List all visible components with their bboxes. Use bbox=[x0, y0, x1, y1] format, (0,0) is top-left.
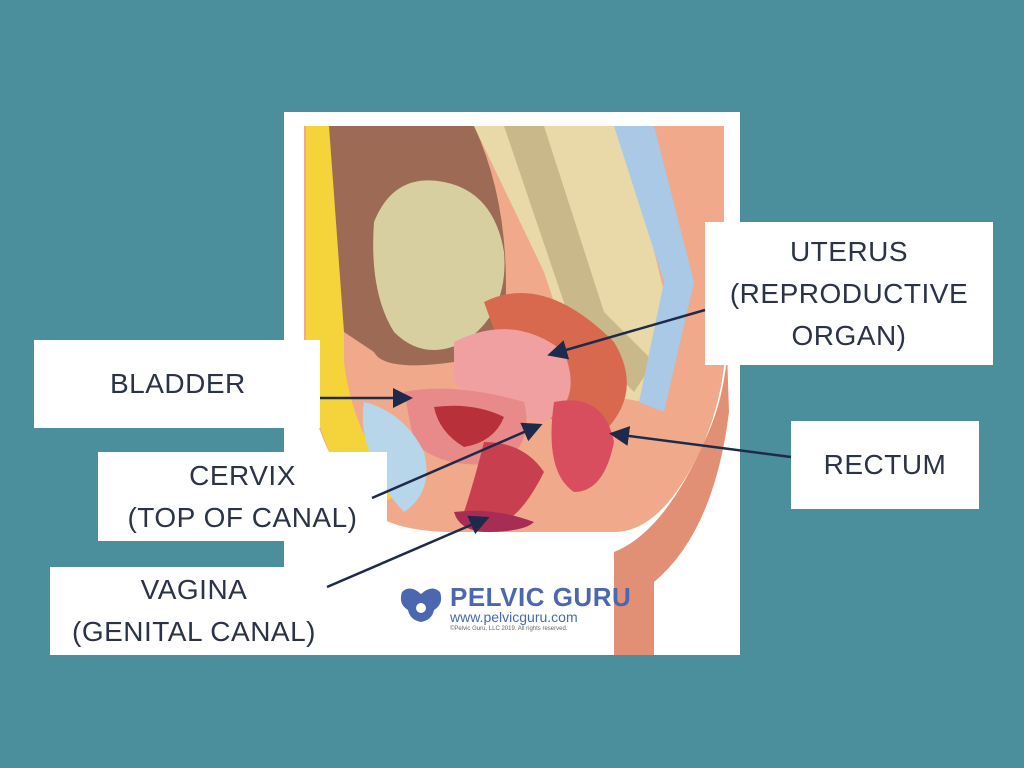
rectum-arrow bbox=[609, 426, 792, 459]
logo-copyright: ©Pelvic Guru, LLC 2019. All rights reser… bbox=[450, 626, 568, 632]
vagina-label: VAGINA (GENITAL CANAL) bbox=[50, 567, 338, 655]
bladder-label: BLADDER bbox=[34, 340, 320, 428]
vagina-label-line: (GENITAL CANAL) bbox=[72, 616, 316, 647]
uterus-arrow bbox=[547, 308, 706, 360]
cervix-label-line: CERVIX bbox=[189, 459, 296, 491]
cervix-label-line: (TOP OF CANAL) bbox=[127, 501, 358, 533]
bladder-label-line: BLADDER bbox=[110, 368, 246, 399]
uterus-label: UTERUS (REPRODUCTIVE ORGAN) bbox=[705, 222, 993, 365]
pelvic-guru-logo: PELVIC GURU www.pelvicguru.com ©Pelvic G… bbox=[398, 584, 631, 633]
rectum-label-line: RECTUM bbox=[823, 449, 947, 480]
vagina-label-line: VAGINA bbox=[140, 574, 248, 605]
uterus-label-line: UTERUS bbox=[789, 235, 909, 267]
cervix-arrow bbox=[371, 422, 543, 500]
cervix-label: CERVIX (TOP OF CANAL) bbox=[98, 452, 387, 541]
pelvis-logo-icon bbox=[400, 588, 442, 622]
uterus-label-line: (REPRODUCTIVE bbox=[729, 277, 969, 309]
rectum-label: RECTUM bbox=[791, 421, 979, 509]
logo-name: PELVIC GURU bbox=[450, 582, 632, 612]
vagina-arrow bbox=[326, 515, 490, 589]
uterus-label-line: ORGAN) bbox=[791, 319, 907, 351]
logo-url: www.pelvicguru.com bbox=[450, 609, 578, 625]
